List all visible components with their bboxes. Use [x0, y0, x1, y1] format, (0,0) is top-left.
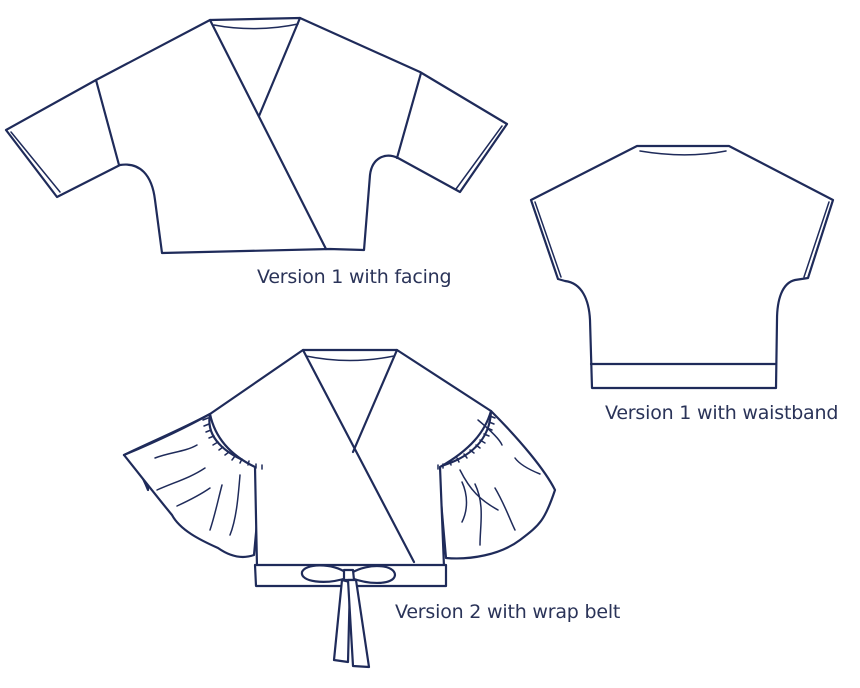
right-sleeve-seam: [395, 71, 423, 160]
wrap-front-edge: [301, 348, 416, 564]
caption-version-1-facing: Version 1 with facing: [257, 266, 452, 288]
right-sleeve-drape-lines: [459, 419, 541, 546]
neck-band: [305, 355, 395, 362]
belt-tail-left: [332, 578, 352, 664]
caption-version-1-waistband: Version 1 with waistband: [605, 402, 839, 424]
neck-facing: [213, 23, 299, 30]
wrap-inner-edge: [351, 348, 399, 454]
wrap-front-edge: [208, 18, 328, 251]
wrap-inner-edge: [257, 16, 302, 118]
left-sleeve-hem: [10, 131, 61, 193]
left-sleeve-hem: [534, 201, 562, 278]
garment-version-1-waistband: [529, 144, 835, 390]
right-sleeve-gathering: [437, 415, 496, 470]
belt-tail-right: [346, 578, 371, 669]
version-1-facing-body: [4, 16, 509, 255]
right-sleeve-hem: [803, 201, 830, 278]
belt-bow-knot: [342, 568, 356, 582]
garment-version-1-facing: [4, 16, 509, 255]
left-sleeve-drape-lines: [154, 444, 241, 536]
belt-bow-right-loop: [349, 565, 397, 584]
caption-version-2-wrap-belt: Version 2 with wrap belt: [395, 601, 621, 623]
version-1-waistband-body: [529, 144, 835, 390]
left-sleeve-gathering: [202, 417, 263, 470]
belt-bow-left-loop: [300, 564, 349, 583]
right-sleeve-hem: [455, 125, 503, 190]
left-sleeve-seam: [94, 78, 121, 167]
back-neckband: [639, 150, 727, 156]
garment-version-2-wrap-belt: [122, 348, 557, 669]
